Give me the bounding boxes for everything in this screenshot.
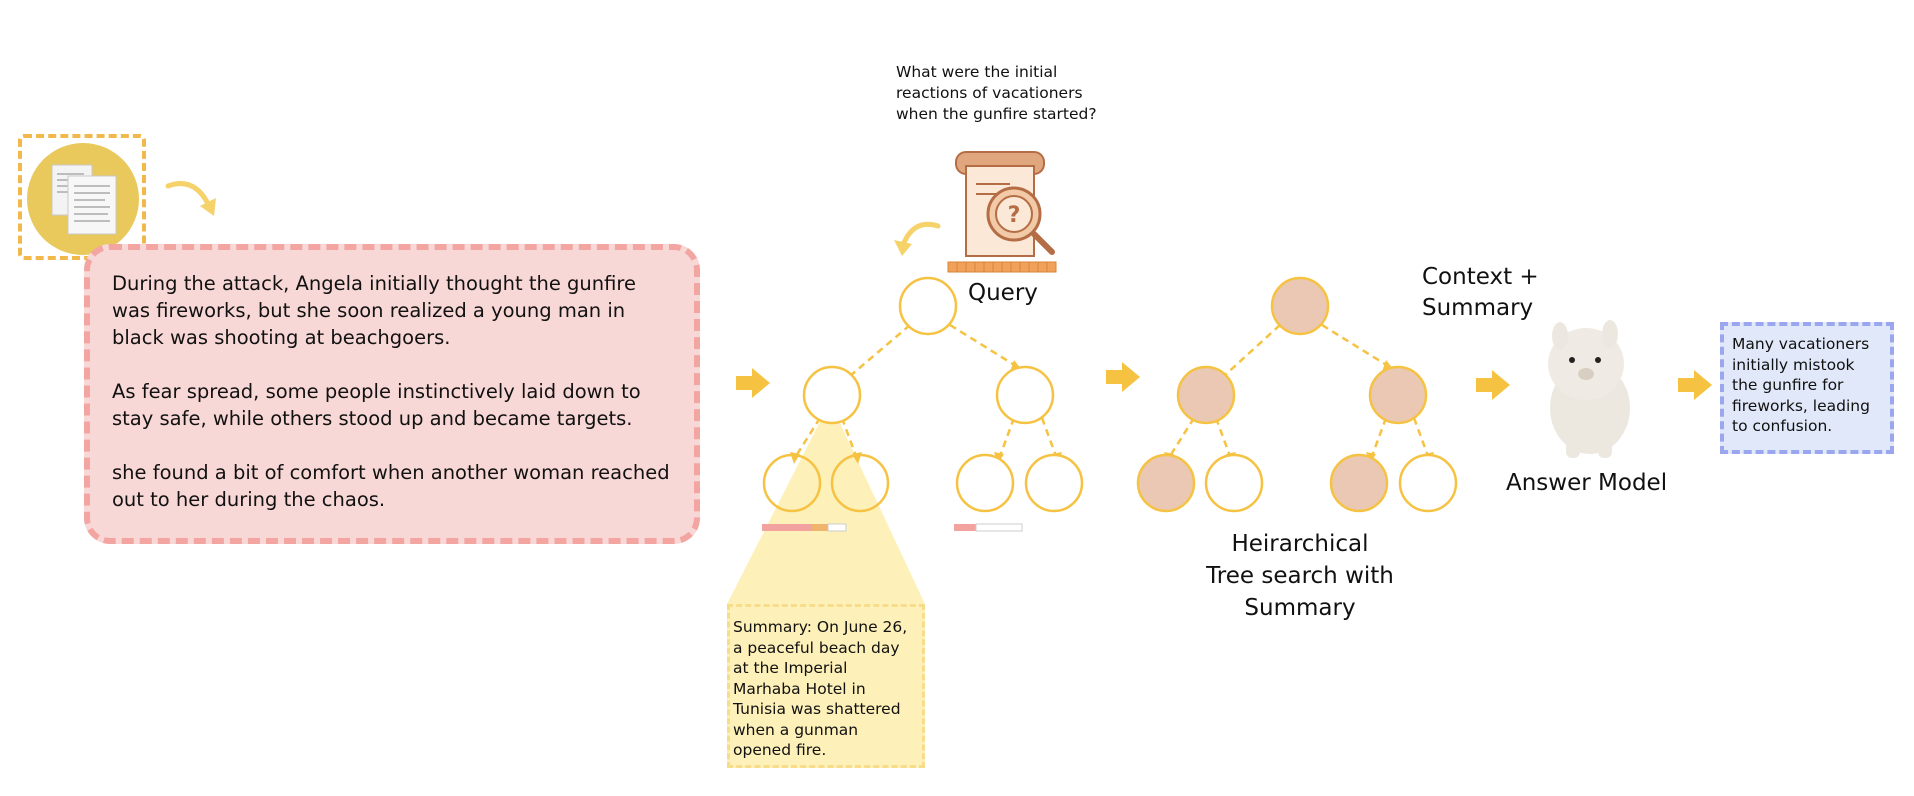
- tree-search-line-2: Tree search with: [1206, 563, 1394, 589]
- flow-arrow-3: [1476, 370, 1510, 400]
- context-summary-line-2: Summary: [1422, 295, 1534, 321]
- tree-2-node: [1368, 365, 1428, 425]
- scroll-magnifier-question-icon: ?: [955, 151, 1055, 257]
- tree-1-edges: [794, 323, 1058, 457]
- curved-arrow-head: [894, 240, 912, 256]
- query-token-bar: [947, 261, 1057, 273]
- document-frame: [18, 134, 146, 260]
- tree-2-nodes: [1136, 276, 1458, 513]
- alpaca-icon: [1548, 320, 1630, 458]
- context-paragraph-2: As fear spread, some people instinctivel…: [112, 380, 641, 430]
- tree-1-leaf: [955, 453, 1015, 513]
- context-paragraph-3: she found a bit of comfort when another …: [112, 461, 670, 511]
- tree-2-leaf: [1136, 453, 1196, 513]
- tree-2-leaf: [1329, 453, 1389, 513]
- answer-box: Many vacationers initially mistook the g…: [1720, 322, 1894, 454]
- summary-box: Summary: On June 26, a peaceful beach da…: [727, 604, 925, 768]
- curved-arrow-head: [200, 198, 216, 216]
- tree-1-node: [995, 365, 1055, 425]
- flow-arrow-1: [736, 368, 770, 398]
- flow-arrow-4: [1678, 370, 1712, 400]
- answer-model-label: Answer Model: [1506, 470, 1668, 496]
- tree-2-leaf: [1204, 453, 1264, 513]
- summary-triangle: [727, 402, 925, 604]
- flow-arrow-2: [1106, 362, 1140, 392]
- tree-2-leaf: [1398, 453, 1458, 513]
- context-box: During the attack, Angela initially thou…: [84, 244, 700, 544]
- summary-text: Summary: On June 26, a peaceful beach da…: [733, 618, 908, 759]
- answer-text: Many vacationers initially mistook the g…: [1732, 335, 1870, 435]
- tree-1-root: [898, 276, 958, 336]
- tree-1-leaf: [762, 453, 822, 513]
- tree-search-label: Heirarchical Tree search with Summary: [1194, 528, 1406, 624]
- tree-1-leaf: [830, 453, 890, 513]
- svg-text:?: ?: [1008, 203, 1021, 228]
- context-summary-line-1: Context +: [1422, 264, 1539, 290]
- query-question: What were the initial reactions of vacat…: [896, 63, 1097, 123]
- leaf-token-bar-1: [762, 523, 847, 532]
- tree-2-root: [1270, 276, 1330, 336]
- tree-1-nodes: [762, 276, 1084, 513]
- tree-search-line-1: Heirarchical: [1231, 531, 1369, 557]
- tree-2-edges: [1168, 323, 1430, 457]
- leaf-token-bar-2: [954, 523, 1023, 532]
- tree-1-node: [802, 365, 862, 425]
- query-label: Query: [968, 280, 1038, 306]
- tree-1-leaf: [1024, 453, 1084, 513]
- tree-search-line-3: Summary: [1244, 595, 1356, 621]
- tree-2-node: [1176, 365, 1236, 425]
- context-paragraph-1: During the attack, Angela initially thou…: [112, 272, 637, 349]
- context-summary-label: Context + Summary: [1422, 262, 1539, 324]
